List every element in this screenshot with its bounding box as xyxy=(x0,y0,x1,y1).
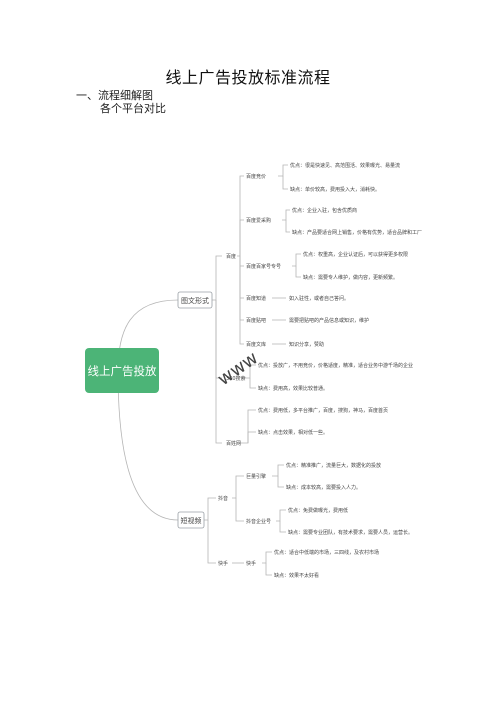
leaf-360-pro: 优点：投放广，不用竞价，价格适度，精准，适合业务中游千场的企业 xyxy=(258,362,413,369)
node-kuaishou-sub: 快手 xyxy=(246,560,256,567)
leaf-b2b-pro: 优点：费用低，多平台推广，百度，搜狗，神马，百度首页 xyxy=(258,407,388,414)
node-baidu-jingjia: 百度竞价 xyxy=(246,173,266,180)
root-node-label: 线上广告投放 xyxy=(88,364,157,378)
node-baidu-tieba: 百度贴吧 xyxy=(246,317,266,324)
node-baidu-wenku: 百度文库 xyxy=(246,341,266,348)
root-node xyxy=(85,348,159,393)
leaf-b2b-con: 缺点：点击效果，相对低一些。 xyxy=(258,429,328,436)
branch-tuwen-box xyxy=(177,291,213,309)
branch-tuwen-label: 图文形式 xyxy=(181,296,209,305)
sub-heading: 各个平台对比 xyxy=(100,102,166,115)
node-b2b: 百姓网 xyxy=(226,440,241,447)
leaf-360-con: 缺点：费用高，效果比较普通。 xyxy=(258,385,328,392)
leaf-qiye-pro: 优点：免费做曝光，费用低 xyxy=(288,507,348,514)
node-baidu: 百度 xyxy=(226,253,236,260)
leaf-kuaishou-con: 缺点：效果不太好看 xyxy=(274,572,319,579)
node-douyin-qiye: 抖音企业号 xyxy=(246,518,271,525)
leaf-aicaigou-con: 缺点：产品要适合网上销售，价格有优势，适合品牌和工厂 xyxy=(292,229,422,236)
leaf-dou-pro: 优点：精准推广，流量巨大，数据化的投放 xyxy=(286,462,381,469)
leaf-dou-con: 缺点：成本较高，需要投入人力。 xyxy=(286,484,361,491)
leaf-tieba-desc: 需要把贴吧的产品信息或知识，维护 xyxy=(289,317,369,324)
node-kuaishou: 快手 xyxy=(218,560,228,567)
leaf-wenku-desc: 知识分享，赞助 xyxy=(289,341,324,348)
branch-duanshipin-label: 短视频 xyxy=(181,516,202,525)
branch-duanshipin-box xyxy=(177,511,205,529)
leaf-jingjia-pro: 优点：很是快速见、高范围活、效果曝光、易量流 xyxy=(290,162,400,169)
leaf-aicaigou-pro: 优点：企业入驻，包含优质商 xyxy=(292,207,357,214)
node-360: 360搜索 xyxy=(226,375,246,382)
leaf-kuaishou-pro: 优点：适合中低端的市场，三四线，及农村市场 xyxy=(274,549,379,556)
node-douyin-dou: 巨量引擎 xyxy=(246,473,266,480)
section-heading: 一、流程细解图 xyxy=(76,89,153,102)
leaf-jingjia-con: 缺点：单价较高，费用投入大，消耗快。 xyxy=(290,186,380,193)
node-baidu-aicaigou: 百度爱采购 xyxy=(246,217,271,224)
node-baidu-zhidao: 百度知道 xyxy=(246,295,266,302)
node-baidu-baijiahao: 百度百家号专号 xyxy=(246,263,281,270)
node-douyin: 抖音 xyxy=(218,495,228,502)
leaf-baijiahao-con: 缺点：需要专人维护，做内容，更新频繁。 xyxy=(303,274,398,281)
leaf-baijiahao-pro: 优点：权重高，企业认证后，可以获得更多权限 xyxy=(303,251,408,258)
watermark-text: www xyxy=(214,348,262,391)
leaf-zhidao-desc: 如入驻性，或者自己答问。 xyxy=(289,295,349,302)
leaf-qiye-con: 缺点：需要专业团队，有技术要求，需要人员，运营长。 xyxy=(288,529,413,536)
document-title: 线上广告投放标准流程 xyxy=(165,68,331,87)
